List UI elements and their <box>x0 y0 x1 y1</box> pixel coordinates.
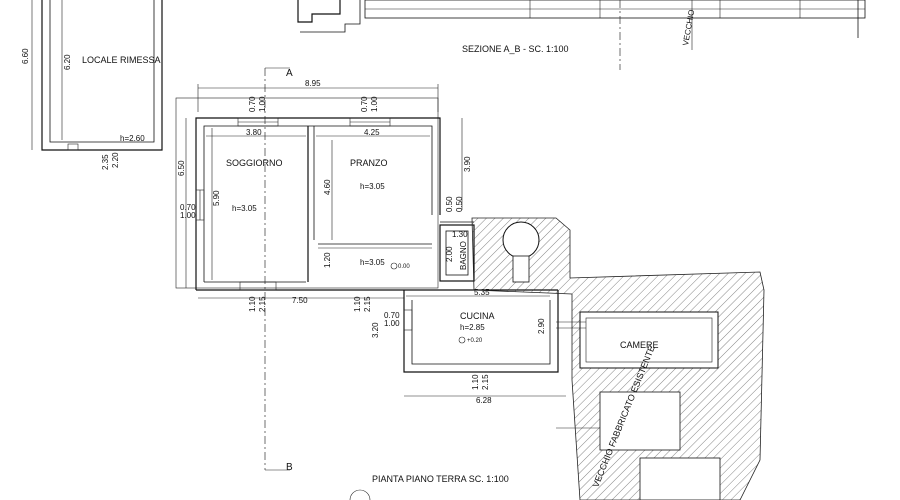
dim-bottom-left-a: 1.10 <box>248 296 257 312</box>
dim-kitchen-win-a: 0.70 <box>384 311 400 320</box>
dim-bagno-c: 1.30 <box>452 230 468 239</box>
dim-kitchen-total: 6.28 <box>476 396 492 405</box>
section-title: SEZIONE A_B - SC. 1:100 <box>462 44 569 54</box>
dim-left-win-bot: 1.00 <box>180 211 196 220</box>
dim-bottom-left-b: 2.15 <box>258 296 267 312</box>
corridor-level: 0.00 <box>398 264 410 270</box>
cucina-height: h=2.85 <box>460 323 485 332</box>
pranzo-label: PRANZO <box>350 158 388 168</box>
dim-left-inner: 5.90 <box>212 190 221 206</box>
soggiorno-label: SOGGIORNO <box>226 158 283 168</box>
dim-bottom-mid-b: 2.15 <box>363 296 372 312</box>
dim-win-b-top: 0.70 <box>360 96 369 112</box>
section-marker-b: B <box>286 462 293 473</box>
dim-bagno-b: 0.50 <box>455 196 464 212</box>
rimessa-height: h=2.60 <box>120 134 145 143</box>
rimessa-outer-dim: 6.60 <box>21 48 30 64</box>
north-arrow-icon <box>349 489 371 500</box>
cucina-label: CUCINA <box>460 311 495 321</box>
dim-kitchen-bot-b: 2.15 <box>481 374 490 390</box>
section-strip: VECCHIO <box>297 0 866 70</box>
room-rimessa: 6.60 6.20 LOCALE RIMESSA h=2.60 2.35 2.2… <box>21 0 163 170</box>
dim-corridor-height: 1.20 <box>323 252 332 268</box>
dim-bottom-mid-a: 1.10 <box>353 296 362 312</box>
dim-bagno-d: 2.00 <box>445 246 454 262</box>
pranzo-height: h=3.05 <box>360 182 385 191</box>
dim-total-width: 8.95 <box>305 79 321 88</box>
plan-title: PIANTA PIANO TERRA SC. 1:100 <box>372 474 509 484</box>
dim-bottom-span: 7.50 <box>292 296 308 305</box>
dim-pranzo-depth: 4.60 <box>323 179 332 195</box>
bagno-label: BAGNO <box>459 241 468 270</box>
dim-kitchen-win-b: 1.00 <box>384 319 400 328</box>
dim-right-depth: 3.90 <box>463 156 472 172</box>
camere-label: CAMERE <box>620 340 659 350</box>
dim-kitchen-left: 3.20 <box>371 322 380 338</box>
dim-kitchen-right: 2.90 <box>537 318 546 334</box>
section-marker-a: A <box>286 68 293 79</box>
dim-kitchen-bot-a: 1.10 <box>471 374 480 390</box>
rimessa-label: LOCALE RIMESSA <box>82 55 161 65</box>
dim-bagno-a: 0.50 <box>445 196 454 212</box>
soggiorno-height: h=3.05 <box>232 204 257 213</box>
dim-kitchen-width: 5.35 <box>474 288 490 297</box>
dim-left-outer: 6.50 <box>177 160 186 176</box>
dim-pranzo-width: 4.25 <box>364 128 380 137</box>
rimessa-door-dim-a: 2.35 <box>101 154 110 170</box>
dim-win-b-bot: 1.00 <box>370 96 379 112</box>
main-house-walls <box>175 97 441 291</box>
corridor-height: h=3.05 <box>360 258 385 267</box>
dim-soggiorno-width: 3.80 <box>246 128 262 137</box>
rimessa-inner-dim: 6.20 <box>63 54 72 70</box>
cucina-level: +0.20 <box>467 338 483 344</box>
existing-building <box>471 217 765 500</box>
dim-left-win-top: 0.70 <box>180 203 196 212</box>
dim-win-a-top: 0.70 <box>248 96 257 112</box>
dim-win-a-bot: 1.00 <box>258 96 267 112</box>
rimessa-door-dim-b: 2.20 <box>111 152 120 168</box>
existing-building-top-label: VECCHIO <box>681 9 696 46</box>
